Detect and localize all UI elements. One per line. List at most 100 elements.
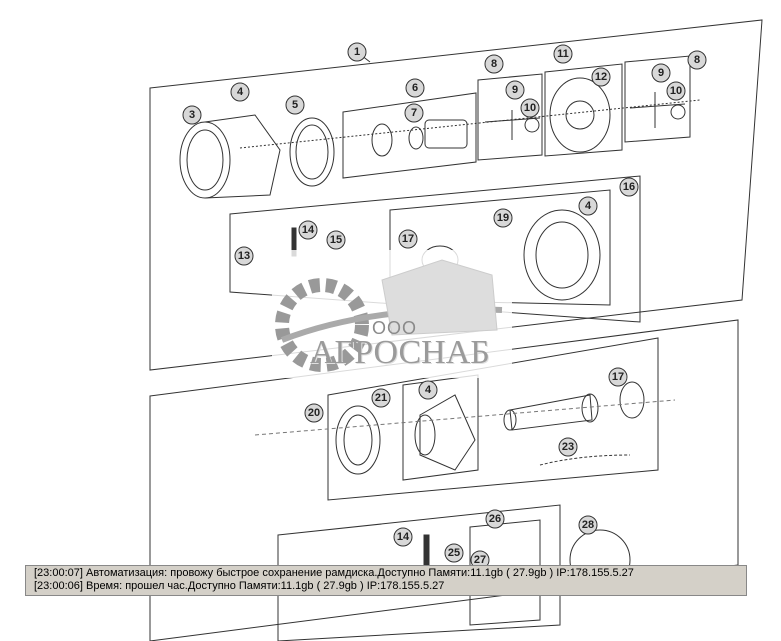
callout-label: 9	[658, 67, 664, 79]
log-line: [23:00:07] Автоматизация: провожу быстро…	[34, 567, 634, 579]
callout-circle	[578, 196, 598, 216]
callout-28: 28	[578, 515, 598, 535]
callout-9: 9	[651, 63, 671, 83]
panel-sub-11	[544, 63, 623, 157]
callout-label: 26	[489, 513, 501, 525]
callout-label: 10	[670, 85, 682, 97]
callout-circle	[484, 54, 504, 74]
callout-circle	[393, 527, 413, 547]
callout-label: 28	[582, 519, 594, 531]
callout-label: 4	[237, 86, 244, 98]
callout-circle	[608, 367, 628, 387]
callout-circle	[493, 208, 513, 228]
callout-21: 21	[371, 388, 391, 408]
callout-13: 13	[234, 246, 254, 266]
panel-sub-21	[402, 374, 479, 481]
callout-label: 19	[497, 212, 509, 224]
panel-sub-16	[229, 175, 641, 323]
callout-1: 1	[347, 42, 367, 62]
callout-circle	[285, 95, 305, 115]
panel-sub-20	[327, 337, 659, 501]
callout-label: 10	[524, 102, 536, 114]
callout-25: 25	[444, 543, 464, 563]
callout-label: 1	[354, 46, 360, 58]
callout-label: 17	[402, 233, 414, 245]
part-tube	[509, 394, 593, 431]
callout-circle	[444, 543, 464, 563]
callout-17: 17	[608, 367, 628, 387]
callout-4: 4	[230, 82, 250, 102]
panel-sub-8a	[477, 73, 543, 161]
callout-14: 14	[393, 527, 413, 547]
callout-11: 11	[553, 44, 573, 64]
callout-label: 15	[330, 234, 342, 246]
callout-label: 6	[412, 82, 418, 94]
callout-label: 4	[425, 384, 432, 396]
callout-label: 4	[585, 200, 592, 212]
callout-8: 8	[687, 50, 707, 70]
callout-4: 4	[578, 196, 598, 216]
callout-circle	[347, 42, 367, 62]
callout-label: 17	[612, 371, 624, 383]
callout-label: 20	[308, 407, 320, 419]
callout-5: 5	[285, 95, 305, 115]
callout-label: 21	[375, 392, 387, 404]
callout-circle	[687, 50, 707, 70]
callout-19: 19	[493, 208, 513, 228]
callout-circle	[234, 246, 254, 266]
callout-14: 14	[298, 220, 318, 240]
callout-20: 20	[304, 403, 324, 423]
callout-circle	[505, 80, 525, 100]
part-21	[419, 394, 476, 471]
callout-label: 5	[292, 99, 298, 111]
callout-circle	[182, 105, 202, 125]
callout-label: 14	[302, 224, 315, 236]
callout-circle	[405, 78, 425, 98]
part-23	[539, 454, 631, 466]
part-5	[289, 117, 335, 187]
callout-3: 3	[182, 105, 202, 125]
callout-4: 4	[418, 380, 438, 400]
callout-label: 8	[694, 54, 700, 66]
watermark-name: АГРОСНАБ	[310, 334, 490, 371]
callout-circle	[651, 63, 671, 83]
callout-circle	[666, 81, 686, 101]
callout-23: 23	[558, 437, 578, 457]
callout-circle	[298, 220, 318, 240]
part-7	[371, 123, 393, 157]
callout-circle	[619, 177, 639, 197]
callout-label: 11	[557, 48, 569, 60]
callout-7: 7	[404, 103, 424, 123]
watermark-logo	[272, 250, 512, 378]
callout-8: 8	[484, 54, 504, 74]
part-9b	[629, 92, 686, 128]
callout-label: 13	[238, 250, 250, 262]
callout-26: 26	[485, 509, 505, 529]
callout-circle	[404, 103, 424, 123]
callout-circle	[553, 44, 573, 64]
callout-label: 23	[562, 441, 574, 453]
callout-circle	[371, 388, 391, 408]
watermark-prefix: ООО	[372, 318, 418, 338]
callout-circle	[485, 509, 505, 529]
callout-circle	[326, 230, 346, 250]
callout-circle	[558, 437, 578, 457]
callout-15: 15	[326, 230, 346, 250]
gear-icon	[275, 259, 503, 372]
panel-sub-6	[342, 92, 477, 179]
callout-6: 6	[405, 78, 425, 98]
panel-sub-8b	[624, 55, 691, 143]
callout-12: 12	[591, 67, 611, 87]
panel-assembly-1	[149, 19, 763, 371]
callout-10: 10	[666, 81, 686, 101]
callout-label: 27	[474, 554, 486, 566]
callout-16: 16	[619, 177, 639, 197]
callout-label: 9	[512, 84, 518, 96]
callout-label: 16	[623, 181, 635, 193]
callout-circle	[591, 67, 611, 87]
callout-circle	[398, 229, 418, 249]
panel-sub-lower	[277, 504, 561, 641]
part-20	[335, 405, 381, 475]
callout-17: 17	[398, 229, 418, 249]
